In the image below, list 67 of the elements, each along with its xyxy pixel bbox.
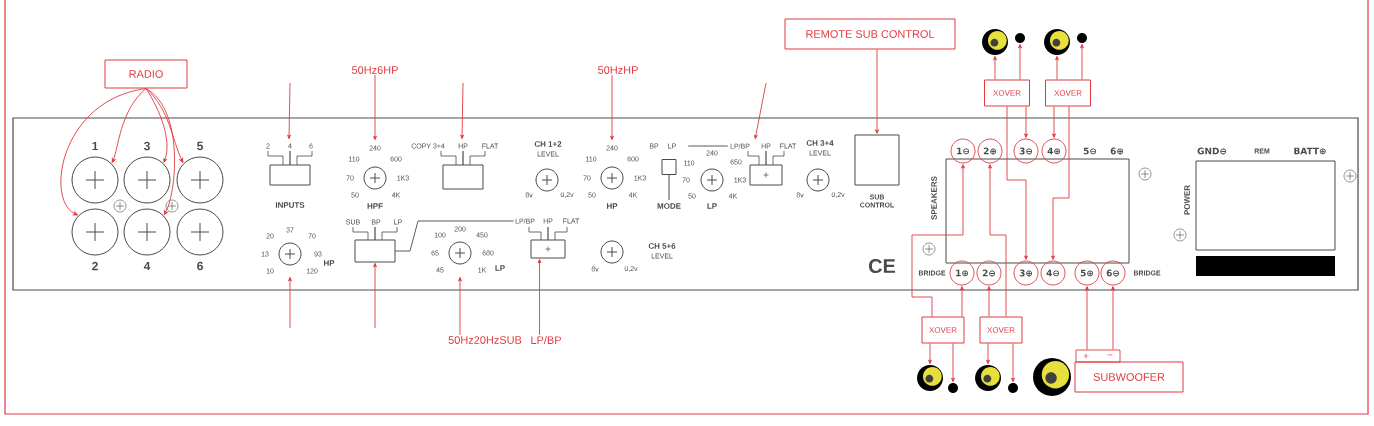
arrow (928, 343, 932, 365)
arrow (1111, 286, 1115, 350)
jack-socket: 5 (176, 141, 224, 204)
jack-socket: 6 (176, 208, 224, 271)
arrow (1006, 106, 1028, 260)
arrow (373, 262, 377, 329)
arrow (145, 88, 168, 163)
arrow (1024, 106, 1028, 138)
arrow (1085, 286, 1089, 350)
terminal-label: 6⊕ (1110, 147, 1124, 155)
arrow (1051, 106, 1070, 260)
callout-box: RADIO (104, 59, 188, 89)
arrow (111, 88, 147, 163)
arrow (288, 276, 292, 329)
arrow (875, 49, 879, 134)
ce-mark: CE (869, 258, 896, 274)
node-label: 3 (143, 141, 150, 151)
callout-box: REMOTE SUB CONTROL (784, 18, 956, 50)
arrow (951, 343, 955, 383)
node-label: 2 (92, 261, 98, 271)
arrow (960, 286, 964, 317)
arrow (373, 74, 377, 141)
arrow (1011, 343, 1015, 383)
arrow (1018, 43, 1022, 80)
arrow (911, 164, 965, 317)
node-label: 4 (143, 261, 151, 271)
arrow (145, 88, 175, 215)
selector-switch (528, 226, 568, 259)
arrow (60, 88, 147, 216)
arrow (987, 286, 991, 317)
arrow (458, 276, 462, 336)
jack-socket: 4 (123, 208, 171, 271)
node-label: 5 (197, 141, 203, 151)
selector-switch (440, 150, 486, 190)
node-label: 6 (197, 261, 203, 271)
speaker-icon (1044, 29, 1070, 55)
callout-box: SUBWOOFER (1074, 361, 1184, 393)
terminal-label: GND⊖ (1197, 147, 1227, 155)
arrow (460, 82, 464, 140)
connector-line (394, 220, 515, 252)
arrow (1052, 106, 1056, 138)
selector-switch (352, 226, 398, 263)
connector-line (687, 145, 729, 147)
terminal-label: 5⊖ (1083, 147, 1097, 155)
speaker-icon (975, 365, 1001, 391)
arrow (988, 164, 1007, 317)
callout-text: 50Hz6HP (352, 66, 398, 74)
arrow (986, 343, 990, 365)
speaker-icon (917, 365, 943, 391)
jack-socket: 2 (71, 208, 119, 271)
node-label: 1 (92, 141, 98, 151)
speaker-icon (982, 29, 1008, 55)
callout-text: 50Hz20HzSUB (448, 336, 522, 344)
callout-text: 50HzHP (598, 66, 638, 74)
arrow (610, 74, 614, 141)
arrow (1080, 43, 1084, 80)
arrow (993, 55, 997, 80)
selector-switch (747, 150, 785, 186)
callout-text: LP/BP (531, 336, 561, 345)
arrow (1055, 55, 1059, 80)
arrow (754, 82, 767, 140)
arrow (537, 258, 542, 336)
jack-socket: 1 (71, 141, 119, 204)
arrow (287, 82, 291, 140)
jack-socket: 3 (123, 141, 171, 204)
arrow (145, 88, 184, 163)
terminal-label: BATT⊕ (1294, 147, 1326, 155)
